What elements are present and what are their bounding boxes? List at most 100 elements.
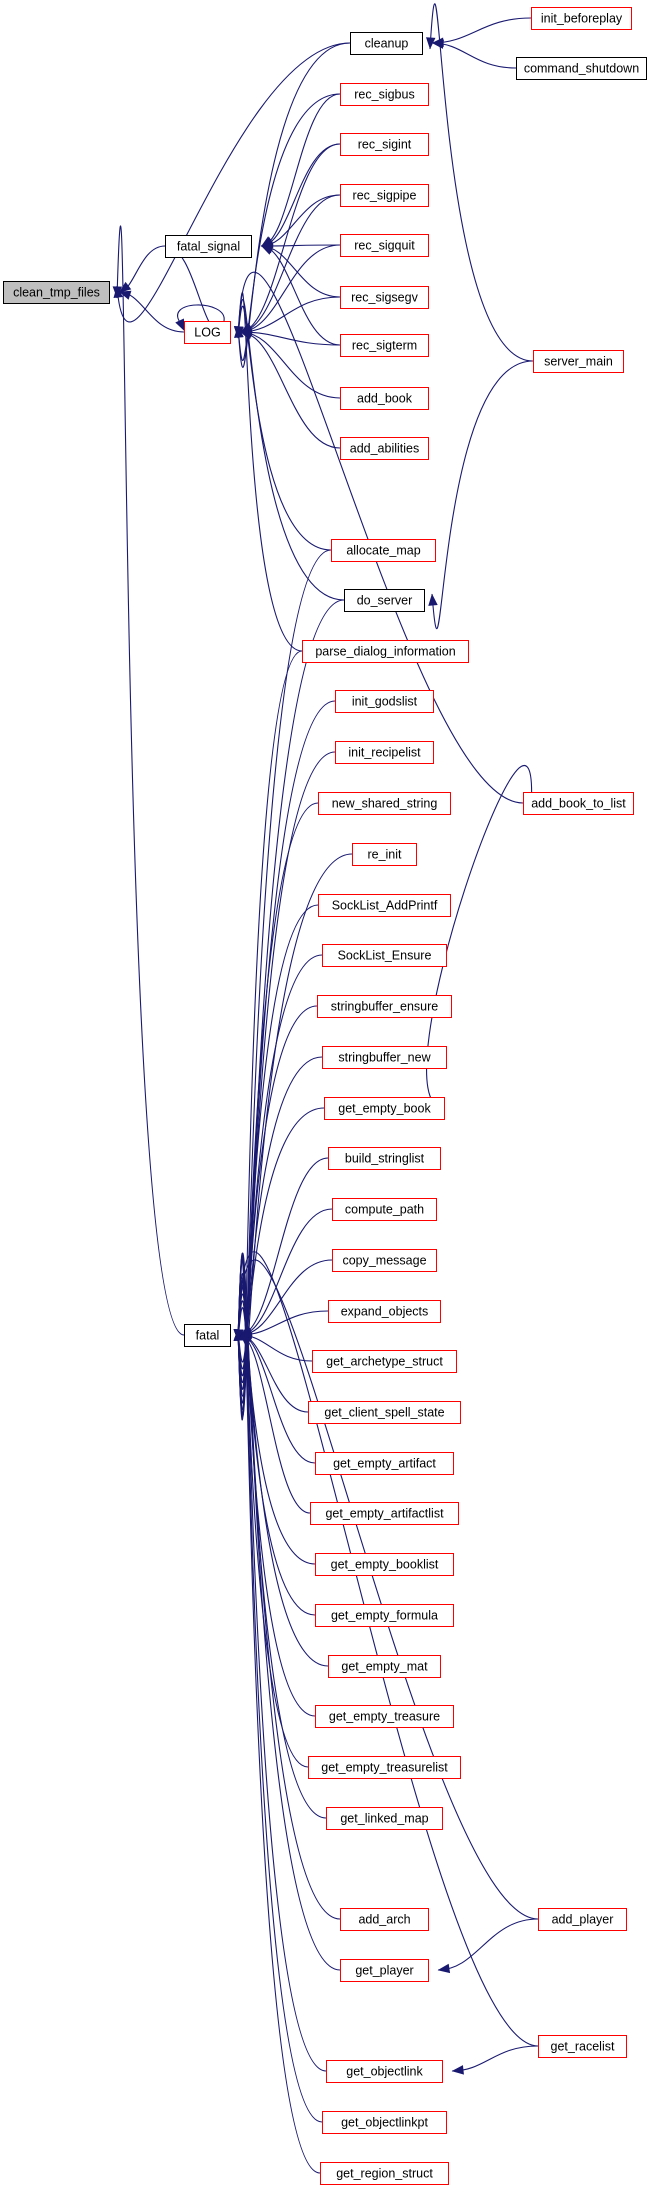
node-get-empty-artifact[interactable]: get_empty_artifact <box>315 1452 454 1475</box>
node-box <box>328 1300 441 1323</box>
edge-line <box>237 1107 325 1363</box>
node-cleanup[interactable]: cleanup <box>350 32 423 55</box>
node-box <box>326 2060 443 2083</box>
node-stringbuffer-ensure[interactable]: stringbuffer_ensure <box>317 995 452 1018</box>
node-get-empty-mat[interactable]: get_empty_mat <box>328 1655 441 1678</box>
node-copy-message[interactable]: copy_message <box>332 1249 437 1272</box>
node-build-stringlist[interactable]: build_stringlist <box>328 1147 441 1170</box>
edge-server-main-to-cleanup <box>426 3 534 362</box>
node-get-archetype-struct[interactable]: get_archetype_struct <box>312 1350 457 1373</box>
node-rec-sigpipe[interactable]: rec_sigpipe <box>340 184 429 207</box>
nodes-layer: clean_tmp_files cleanup init_beforeplaycom… <box>3 7 647 2185</box>
edge-fatal-to-clean-tmp-files <box>112 225 185 1336</box>
node-re-init[interactable]: re_init <box>352 843 417 866</box>
node-label: get_objectlink <box>346 2065 423 2079</box>
node-label: SockList_Ensure <box>338 949 432 963</box>
node-label: rec_sigsegv <box>351 291 418 305</box>
edge-line <box>260 245 341 298</box>
node-fatal[interactable]: fatal <box>184 1324 231 1347</box>
edge-fatal-signal-to-clean-tmp-files <box>118 245 166 293</box>
node-label: LOG <box>194 326 220 340</box>
edge-line <box>431 360 534 630</box>
edge-line <box>239 1334 311 1514</box>
node-get-empty-book[interactable]: get_empty_book <box>324 1097 445 1120</box>
node-label: allocate_map <box>346 544 420 558</box>
edge-line <box>239 1157 329 1336</box>
node-get-empty-treasurelist[interactable]: get_empty_treasurelist <box>308 1756 461 1779</box>
edge-arrowhead <box>428 593 438 606</box>
node-box <box>322 2111 447 2134</box>
node-expand-objects[interactable]: expand_objects <box>328 1300 441 1323</box>
node-get-racelist[interactable]: get_racelist <box>538 2035 627 2058</box>
node-init-godslist[interactable]: init_godslist <box>335 690 434 713</box>
node-box <box>322 944 447 967</box>
node-rec-sigterm[interactable]: rec_sigterm <box>340 334 429 357</box>
node-init-beforeplay[interactable]: init_beforeplay <box>531 7 632 30</box>
node-get-empty-booklist[interactable]: get_empty_booklist <box>315 1553 454 1576</box>
edge-log-to-log <box>175 304 225 332</box>
node-fatal-signal[interactable]: fatal_signal <box>165 235 252 258</box>
edge-line <box>237 904 319 1390</box>
node-server-main[interactable]: server_main <box>533 350 624 373</box>
edge-line <box>237 700 336 1418</box>
edge-line <box>239 296 341 333</box>
node-add-book[interactable]: add_book <box>340 387 429 410</box>
node-add-book-to-list[interactable]: add_book_to_list <box>523 792 634 815</box>
node-rec-sigint[interactable]: rec_sigint <box>340 133 429 156</box>
node-box <box>335 741 434 764</box>
node-rec-sigsegv[interactable]: rec_sigsegv <box>340 286 429 309</box>
node-get-region-struct[interactable]: get_region_struct <box>320 2162 449 2185</box>
node-box <box>332 1198 437 1221</box>
node-compute-path[interactable]: compute_path <box>332 1198 437 1221</box>
node-label: copy_message <box>342 1254 426 1268</box>
node-stringbuffer-new[interactable]: stringbuffer_new <box>322 1046 447 1069</box>
node-clean-tmp-files[interactable]: clean_tmp_files <box>3 281 110 304</box>
node-label: rec_sigbus <box>354 88 414 102</box>
node-box <box>331 539 436 562</box>
node-socklist-addprintf[interactable]: SockList_AddPrintf <box>318 894 451 917</box>
node-get-linked-map[interactable]: get_linked_map <box>326 1807 443 1830</box>
node-get-empty-formula[interactable]: get_empty_formula <box>315 1604 454 1627</box>
edge-arrowhead <box>112 286 123 299</box>
node-rec-sigbus[interactable]: rec_sigbus <box>340 83 429 106</box>
node-box <box>308 1756 461 1779</box>
node-get-objectlinkpt[interactable]: get_objectlinkpt <box>322 2111 447 2134</box>
node-socklist-ensure[interactable]: SockList_Ensure <box>322 944 447 967</box>
node-parse-dialog-information[interactable]: parse_dialog_information <box>302 640 469 663</box>
edge-line <box>239 331 341 399</box>
node-new-shared-string[interactable]: new_shared_string <box>318 792 451 815</box>
node-get-client-spell-state[interactable]: get_client_spell_state <box>308 1401 461 1424</box>
node-add-arch[interactable]: add_arch <box>340 1908 429 1931</box>
node-label: server_main <box>544 355 613 369</box>
node-box <box>340 334 429 357</box>
node-label: add_arch <box>358 1913 410 1927</box>
node-command-shutdown[interactable]: command_shutdown <box>516 57 647 80</box>
node-box <box>315 1705 454 1728</box>
node-box <box>340 437 429 460</box>
node-label: get_empty_artifactlist <box>325 1507 444 1521</box>
node-allocate-map[interactable]: allocate_map <box>331 539 436 562</box>
node-log[interactable]: LOG <box>184 321 231 344</box>
node-box <box>516 57 647 80</box>
node-label: SockList_AddPrintf <box>332 899 438 913</box>
node-add-player[interactable]: add_player <box>538 1908 627 1931</box>
node-box <box>184 1324 231 1347</box>
node-box <box>340 234 429 257</box>
node-label: get_client_spell_state <box>324 1406 444 1420</box>
node-label: add_abilities <box>350 442 420 456</box>
node-label: parse_dialog_information <box>315 645 455 659</box>
node-get-empty-artifactlist[interactable]: get_empty_artifactlist <box>310 1502 459 1525</box>
edge-line <box>177 304 225 326</box>
node-get-empty-treasure[interactable]: get_empty_treasure <box>315 1705 454 1728</box>
edge-line <box>429 3 534 362</box>
node-init-recipelist[interactable]: init_recipelist <box>335 741 434 764</box>
edge-get-objectlink-to-fatal <box>233 1252 327 2072</box>
edge-line <box>237 549 332 1415</box>
node-rec-sigquit[interactable]: rec_sigquit <box>340 234 429 257</box>
node-do-server[interactable]: do_server <box>344 589 425 612</box>
edge-arrowhead <box>233 1329 244 1342</box>
node-get-objectlink[interactable]: get_objectlink <box>326 2060 443 2083</box>
node-add-abilities[interactable]: add_abilities <box>340 437 429 460</box>
node-box <box>315 1604 454 1627</box>
node-get-player[interactable]: get_player <box>340 1959 429 1982</box>
